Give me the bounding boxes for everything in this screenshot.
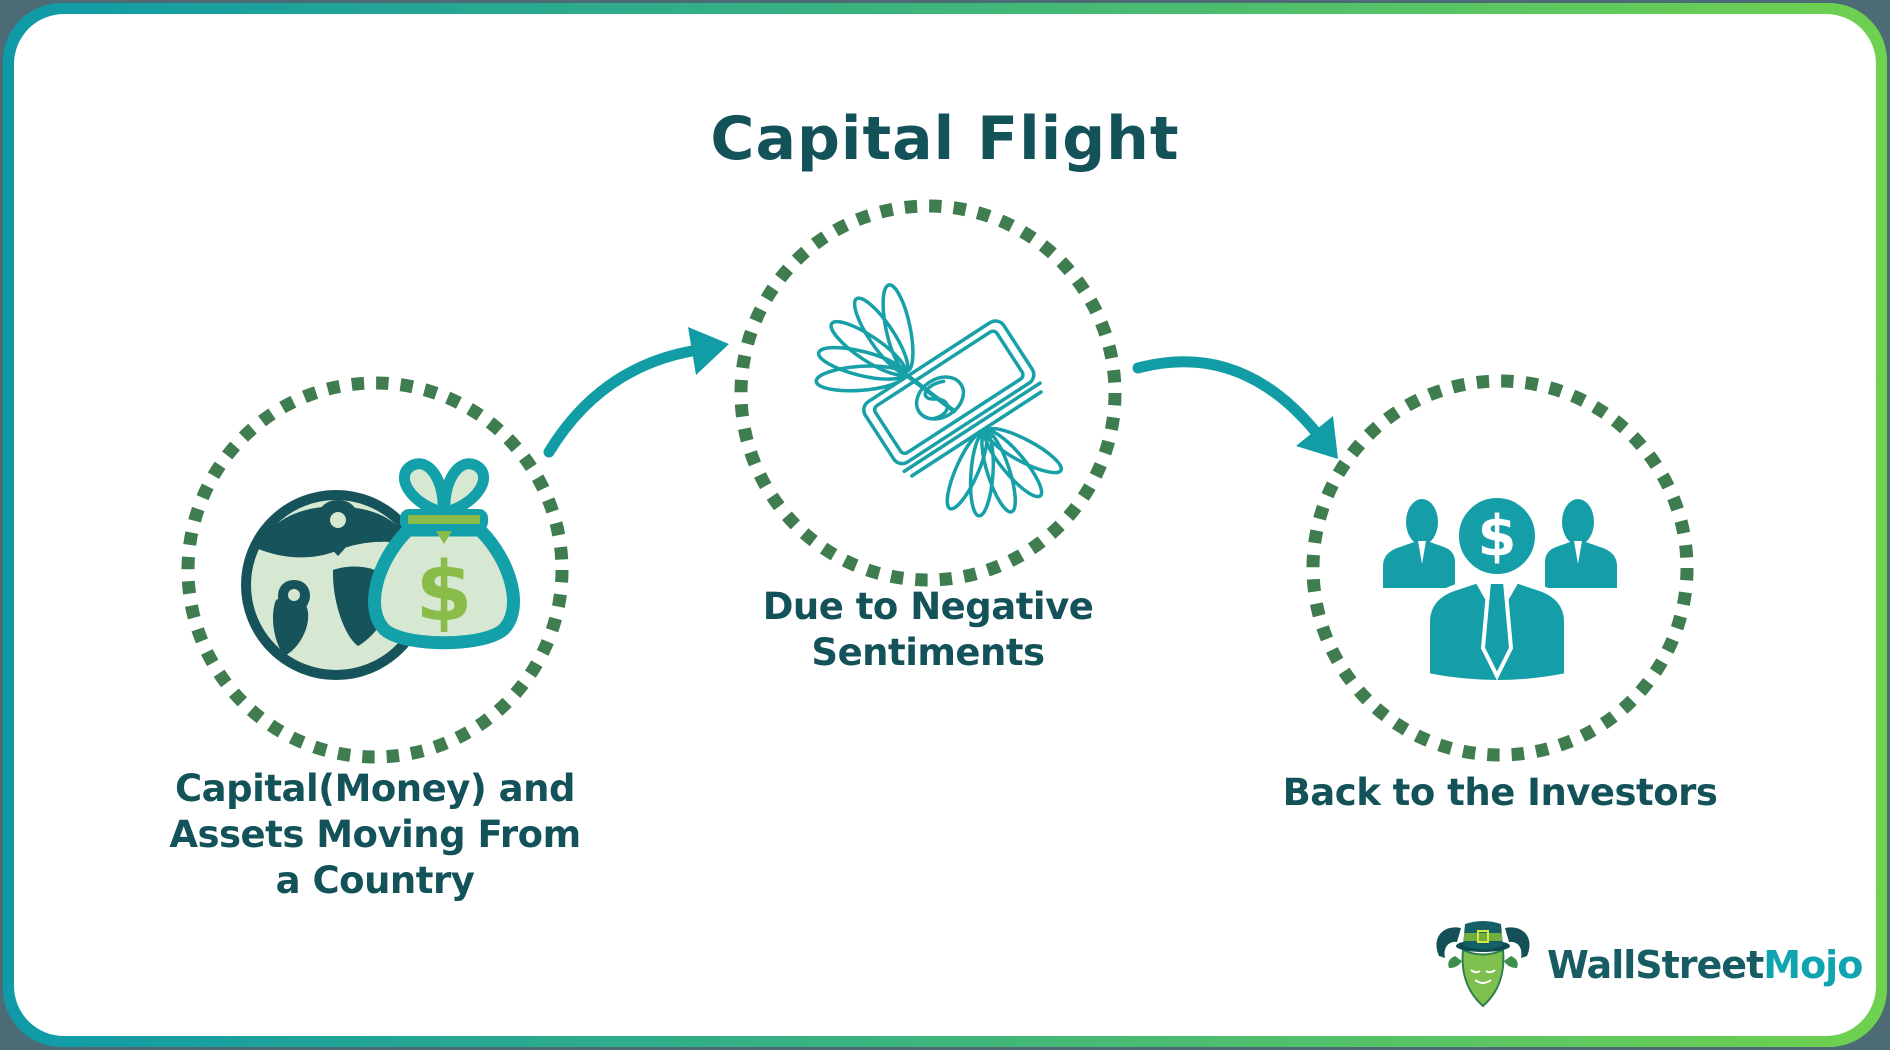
dashed-circle-right [1306, 374, 1694, 762]
label-line: Back to the Investors [1282, 771, 1718, 814]
map-pin-icon [278, 580, 310, 622]
banknote-icon [862, 319, 1043, 478]
step-label-capital-leaving: Capital(Money) and Assets Moving From a … [135, 766, 615, 904]
brand-name-primary: WallStreet [1547, 943, 1764, 987]
label-line: Capital(Money) and [175, 767, 575, 810]
step-label-negative-sentiments: Due to Negative Sentiments [688, 584, 1168, 676]
label-line: a Country [275, 859, 475, 902]
label-line: Assets Moving From [169, 813, 581, 856]
dollar-sign: $ [415, 545, 472, 640]
bull-mascot-icon [1436, 921, 1530, 1008]
investor-side-figure [1383, 499, 1455, 588]
investor-center-figure: $ [1424, 492, 1570, 686]
right-wing-icon [945, 426, 1064, 518]
label-line: Sentiments [811, 631, 1045, 674]
dollar-coin-icon: $ [1453, 492, 1541, 580]
left-wing-icon [814, 283, 915, 393]
arrow-middle-to-right-icon [1132, 356, 1338, 459]
dollar-sign: $ [1478, 504, 1517, 569]
step-label-back-to-investors: Back to the Investors [1230, 770, 1770, 816]
dashed-circle-middle [734, 199, 1122, 587]
winged-money-icon [814, 283, 1064, 518]
arrow-left-to-middle-icon [543, 327, 729, 458]
dashed-circle-left [181, 376, 569, 764]
brand-name: WallStreetMojo [1547, 943, 1863, 987]
label-line: Due to Negative [762, 585, 1094, 628]
brand-name-accent: Mojo [1763, 943, 1863, 987]
money-bag-icon: $ [368, 458, 520, 650]
page-title: Capital Flight [710, 104, 1180, 175]
brand-logo: WallStreetMojo [1433, 918, 1863, 1012]
investors-icon: $ [1383, 492, 1617, 686]
pen-slash-line [889, 361, 957, 414]
globe-money-bag-icon: $ [241, 458, 520, 680]
map-pin-icon [317, 500, 359, 556]
